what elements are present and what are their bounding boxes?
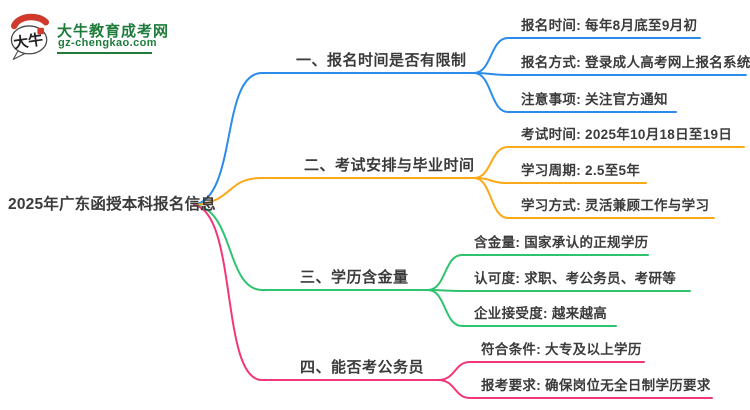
connector-line [473, 72, 509, 113]
branch-node-3: 三、学历含金量 [300, 269, 409, 286]
connector-line [473, 146, 509, 179]
logo-underline [57, 52, 152, 54]
branch-2-connectors [193, 146, 745, 219]
leaf-node-3-2: 认可度: 求职、考公务员、考研等 [474, 271, 677, 286]
connector-line [193, 204, 263, 381]
branch-node-1: 一、报名时间是否有限制 [296, 52, 467, 69]
dainiu-logo-icon: 大牛 [10, 13, 50, 60]
connector-line [473, 177, 509, 219]
leaf-node-4-2: 报考要求: 确保岗位无全日制学历要求 [481, 378, 711, 393]
connector-line [193, 72, 263, 206]
connector-line [193, 204, 263, 291]
leaf-node-3-1: 含金量: 国家承认的正规学历 [474, 235, 649, 250]
connector-line [427, 289, 463, 327]
leaf-node-3-3: 企业接受度: 越来越高 [474, 306, 608, 321]
leaf-node-2-2: 学习周期: 2.5至5年 [521, 163, 641, 178]
connector-line [427, 254, 463, 291]
branch-node-4: 四、能否考公务员 [300, 359, 425, 376]
leaf-node-4-1: 符合条件: 大专及以上学历 [481, 342, 642, 357]
svg-text:大牛: 大牛 [12, 30, 44, 52]
logo-block: 大牛 大牛教育成考网 gz-chengkao.com [7, 8, 227, 64]
site-domain: gz-chengkao.com [58, 37, 157, 49]
leaf-node-2-1: 考试时间: 2025年10月18日至19日 [521, 127, 733, 142]
root-node: 2025年广东函授本科报名信息 [8, 196, 216, 213]
connector-line [193, 177, 263, 206]
branch-3-connectors [193, 204, 691, 327]
branch-node-2: 二、考试安排与毕业时间 [304, 157, 475, 174]
connector-line [437, 361, 471, 381]
connector-line [437, 379, 471, 399]
leaf-node-1-3: 注意事项: 关注官方通知 [521, 92, 668, 107]
leaf-node-2-3: 学习方式: 灵活兼顾工作与学习 [521, 198, 710, 213]
site-name: 大牛教育成考网 [57, 23, 170, 40]
leaf-node-1-1: 报名时间: 每年8月底至9月初 [521, 18, 698, 33]
branch-1-connectors [193, 37, 747, 206]
leaf-node-1-2: 报名方式: 登录成人高考网上报名系统 [521, 55, 750, 70]
connector-line [473, 37, 509, 74]
branch-4-connectors [193, 204, 713, 399]
